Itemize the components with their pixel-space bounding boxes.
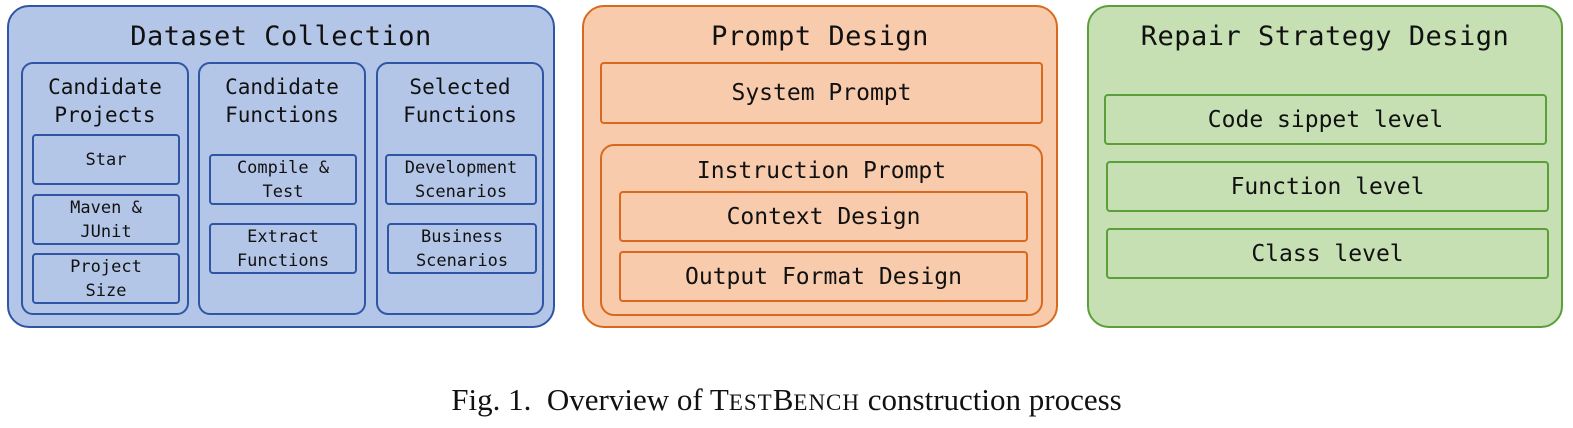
function-level-box: Function level	[1106, 161, 1549, 212]
caption-suffix: construction process	[860, 382, 1122, 417]
system-prompt-box: System Prompt	[600, 62, 1043, 124]
code-snippet-level-box: Code sippet level	[1104, 94, 1547, 145]
caption-prefix: Fig. 1. Overview of	[451, 382, 710, 417]
selected-functions-title: Selected Functions	[403, 75, 517, 127]
dataset-collection-panel: Dataset Collection Candidate Projects St…	[7, 5, 555, 328]
class-level-box: Class level	[1106, 228, 1549, 279]
dataset-collection-title: Dataset Collection	[130, 21, 432, 52]
caption-name-b: B	[772, 382, 794, 417]
caption-name-t: T	[709, 382, 729, 417]
prompt-design-title: Prompt Design	[711, 21, 929, 52]
extract-functions-item: Extract Functions	[209, 223, 357, 274]
output-format-design-box: Output Format Design	[619, 251, 1028, 302]
instruction-prompt-title: Instruction Prompt	[696, 158, 947, 184]
figure-caption: Fig. 1. Overview of TESTBENCH constructi…	[0, 382, 1573, 418]
development-scenarios-item: Development Scenarios	[385, 154, 537, 205]
compile-test-item: Compile & Test	[209, 154, 357, 205]
repair-strategy-title: Repair Strategy Design	[1140, 21, 1510, 52]
business-scenarios-item: Business Scenarios	[387, 223, 537, 274]
star-item: Star	[32, 134, 180, 185]
selected-functions-group: Selected Functions Development Scenarios…	[376, 62, 544, 315]
candidate-functions-title: Candidate Functions	[225, 75, 339, 127]
candidate-projects-group: Candidate Projects Star Maven & JUnit Pr…	[21, 62, 189, 315]
maven-junit-item: Maven & JUnit	[32, 194, 180, 245]
instruction-prompt-group: Instruction Prompt Context Design Output…	[600, 144, 1043, 316]
candidate-functions-group: Candidate Functions Compile & Test Extra…	[198, 62, 366, 315]
caption-name-ench: ENCH	[793, 390, 861, 415]
candidate-projects-title: Candidate Projects	[48, 75, 162, 127]
prompt-design-panel: Prompt Design System Prompt Instruction …	[582, 5, 1058, 328]
context-design-box: Context Design	[619, 191, 1028, 242]
project-size-item: Project Size	[32, 253, 180, 304]
caption-name-est: EST	[728, 390, 773, 415]
repair-strategy-panel: Repair Strategy Design Code sippet level…	[1087, 5, 1563, 328]
